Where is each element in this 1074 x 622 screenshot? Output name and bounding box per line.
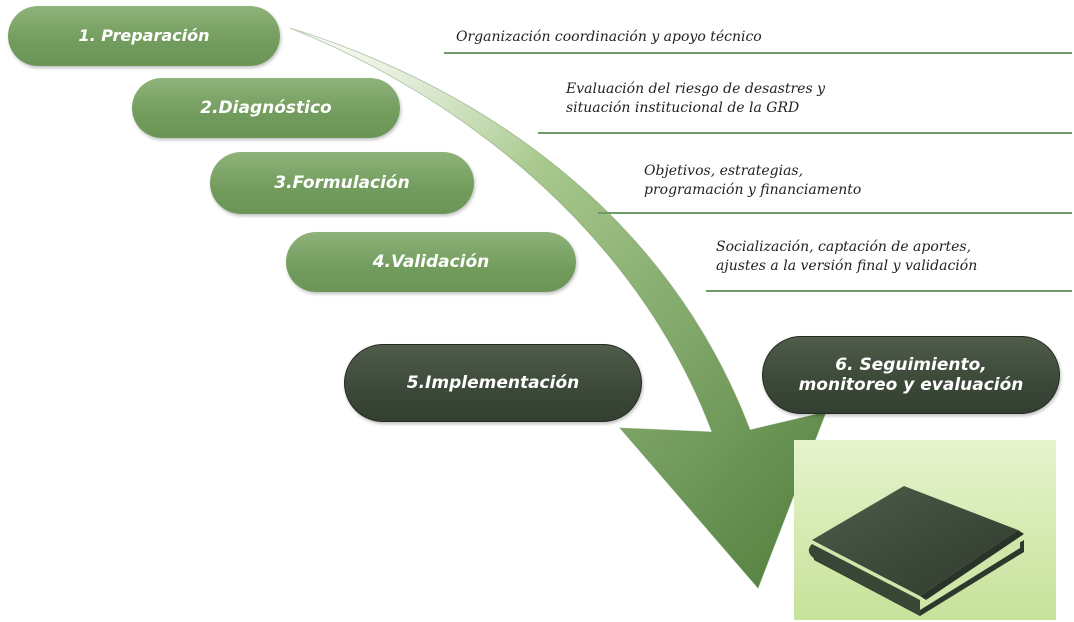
step-label: 6. Seguimiento, monitoreo y evaluación <box>798 354 1024 395</box>
closed-book-icon <box>794 440 1056 620</box>
step-label: 2.Diagnóstico <box>200 97 332 118</box>
divider-line <box>538 132 1072 134</box>
step-implementacion: 5.Implementación <box>344 344 642 422</box>
divider-line <box>706 290 1072 292</box>
step-label: 5.Implementación <box>406 372 580 393</box>
step-description: Organización coordinación y apoyo técnic… <box>456 29 762 45</box>
step-label: 3.Formulación <box>274 172 410 193</box>
divider-line <box>598 212 1072 214</box>
step-description: Evaluación del riesgo de desastres y sit… <box>566 81 825 116</box>
step-seguimiento: 6. Seguimiento, monitoreo y evaluación <box>762 336 1060 414</box>
step-formulacion: 3.Formulación <box>210 152 474 214</box>
step-validacion: 4.Validación <box>286 232 576 292</box>
step-description: Socialización, captación de aportes, aju… <box>716 239 978 274</box>
step-label: 4.Validación <box>372 251 490 272</box>
step-description: Objetivos, estrategias, programación y f… <box>644 163 862 198</box>
divider-line <box>444 52 1072 54</box>
step-label: 1. Preparación <box>78 26 210 46</box>
step-preparacion: 1. Preparación <box>8 6 280 66</box>
step-diagnostico: 2.Diagnóstico <box>132 78 400 138</box>
